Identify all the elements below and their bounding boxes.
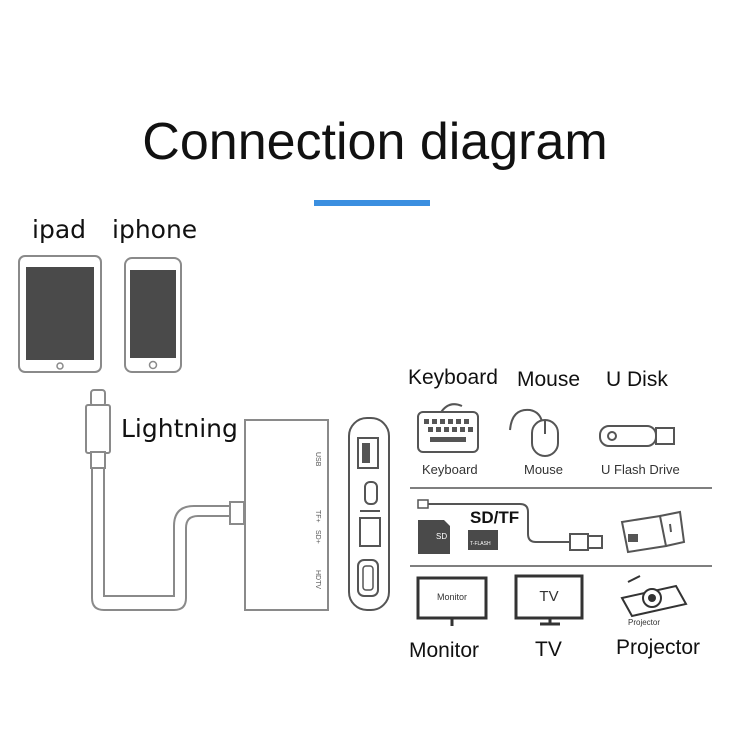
lightning-cable [85, 389, 245, 611]
sd-card-icon [418, 520, 450, 554]
tv-icon [514, 574, 584, 626]
lightning-label: Lightning [121, 414, 238, 443]
udisk-subcaption: U Flash Drive [601, 462, 680, 477]
projector-icon-text: Projector [628, 618, 661, 627]
monitor-caption: Monitor [409, 639, 480, 662]
sd-card-text: SD [436, 532, 448, 541]
tv-caption: TV [535, 638, 562, 661]
title-underline [314, 200, 430, 206]
keyboard-caption: Keyboard [408, 366, 498, 389]
monitor-screen-text: Monitor [436, 592, 467, 602]
projector-caption: Projector [616, 636, 701, 659]
keyboard-subcaption: Keyboard [422, 462, 478, 477]
usb-cable-icon [417, 499, 603, 551]
port-label-sd: SD+ [314, 530, 321, 544]
iphone-label: iphone [112, 215, 198, 244]
page-title: Connection diagram [142, 113, 608, 171]
mouse-subcaption: Mouse [524, 462, 564, 477]
sd-tf-label: SD/TF [470, 508, 520, 527]
tf-card-icon [468, 530, 498, 550]
projector-icon [620, 575, 688, 618]
tv-screen-text: TV [539, 588, 559, 605]
port-label-usb: USB [314, 452, 321, 467]
monitor-icon [416, 576, 488, 626]
ipad-label: ipad [32, 215, 87, 244]
ipad-icon [18, 255, 102, 373]
tf-card-text: T-FLASH [470, 541, 491, 547]
port-label-hdtv: HDTV [314, 570, 321, 590]
mouse-icon [509, 408, 559, 457]
keyboard-icon [417, 403, 479, 453]
hub-body [244, 419, 329, 611]
iphone-icon [124, 257, 182, 373]
port-label-tf: TF+ [314, 510, 321, 523]
power-adapter-icon [620, 510, 686, 554]
udisk-caption: U Disk [606, 368, 668, 391]
hub-side-view [348, 417, 390, 611]
mouse-caption: Mouse [517, 368, 581, 391]
usb-flash-drive-icon [599, 425, 675, 447]
